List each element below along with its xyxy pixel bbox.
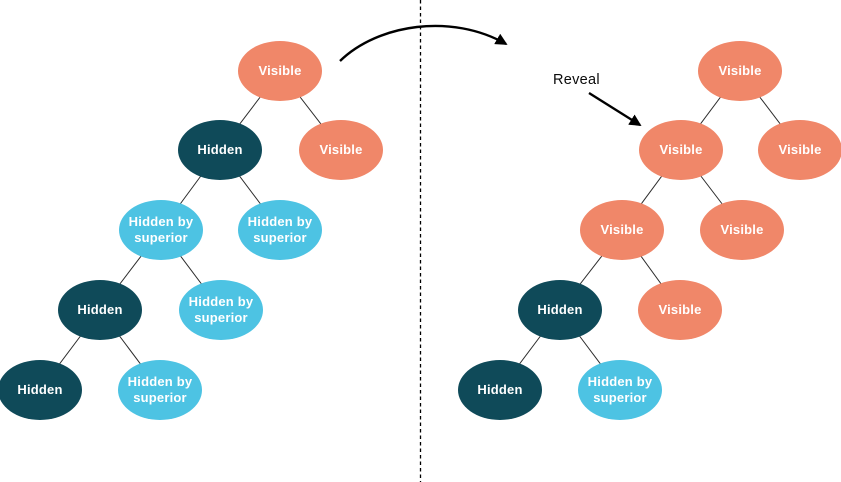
tree-node-hidden: Hidden xyxy=(458,360,542,420)
tree-node-visible: Visible xyxy=(700,200,784,260)
tree-node-visible: Visible xyxy=(698,41,782,101)
tree-node-hidden-by-superior: Hidden by superior xyxy=(119,200,203,260)
tree-node-hidden-by-superior: Hidden by superior xyxy=(179,280,263,340)
tree-node-visible: Visible xyxy=(638,280,722,340)
tree-node-visible: Visible xyxy=(299,120,383,180)
tree-node-hidden-by-superior: Hidden by superior xyxy=(118,360,202,420)
tree-node-visible: Visible xyxy=(758,120,841,180)
tree-node-visible: Visible xyxy=(639,120,723,180)
tree-node-hidden: Hidden xyxy=(58,280,142,340)
tree-node-visible: Visible xyxy=(580,200,664,260)
tree-node-visible: Visible xyxy=(238,41,322,101)
tree-node-hidden-by-superior: Hidden by superior xyxy=(578,360,662,420)
tree-node-hidden: Hidden xyxy=(518,280,602,340)
tree-node-hidden: Hidden xyxy=(0,360,82,420)
tree-node-hidden: Hidden xyxy=(178,120,262,180)
reveal-label: Reveal xyxy=(553,72,600,88)
tree-node-hidden-by-superior: Hidden by superior xyxy=(238,200,322,260)
